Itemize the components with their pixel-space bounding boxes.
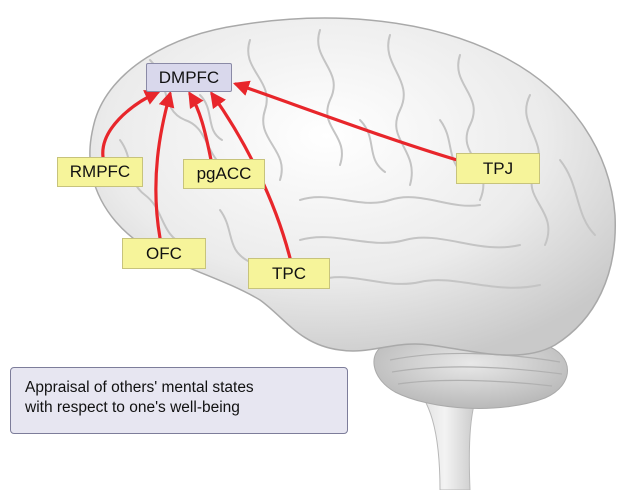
caption-line-2: with respect to one's well-being xyxy=(25,398,333,418)
tpc-label: TPC xyxy=(272,264,306,284)
caption-line-1: Appraisal of others' mental states xyxy=(25,378,333,398)
ofc-label: OFC xyxy=(146,244,182,264)
pgacc-node: pgACC xyxy=(183,159,265,189)
dmpfc-node: DMPFC xyxy=(146,63,232,92)
rmpfc-label: RMPFC xyxy=(70,162,130,182)
tpj-label: TPJ xyxy=(483,159,513,179)
dmpfc-label: DMPFC xyxy=(159,68,219,88)
tpc-node: TPC xyxy=(248,258,330,289)
caption-box: Appraisal of others' mental states with … xyxy=(10,367,348,434)
tpj-node: TPJ xyxy=(456,153,540,184)
pgacc-label: pgACC xyxy=(197,164,252,184)
rmpfc-node: RMPFC xyxy=(57,157,143,187)
ofc-node: OFC xyxy=(122,238,206,269)
